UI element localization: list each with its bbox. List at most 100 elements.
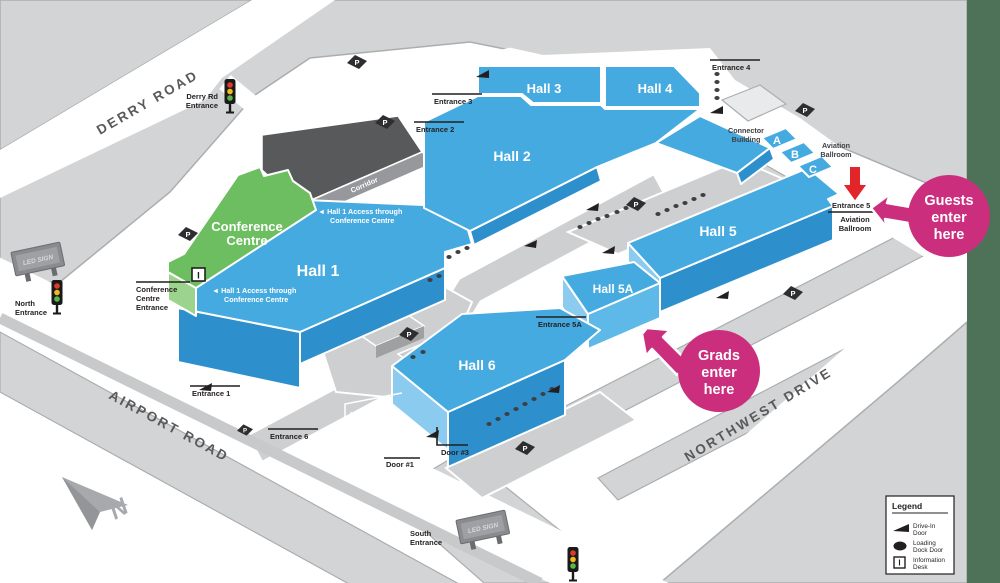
room-a-top [761,127,798,150]
airport-roadway-strip [0,313,543,583]
svg-text:Entrance 3: Entrance 3 [434,97,472,106]
entrance-derry-label: Derry Rd Entrance [186,92,219,110]
svg-text:Dock Door: Dock Door [913,547,944,554]
svg-text:Entrance: Entrance [410,538,442,547]
svg-text:Centre: Centre [226,233,267,248]
page-side-band [967,0,1000,583]
traffic-light-icon [224,79,236,114]
room-b-label: B [791,149,799,161]
loading-dock-dots [410,72,720,426]
information-desk-icon [893,556,906,569]
hall1-access-note-lower: ◄ Hall 1 Access through Conference Centr… [212,286,296,304]
svg-text:P: P [382,118,387,127]
drive-in-door-icon [547,385,560,393]
entrance-5a-label: Entrance 5A [536,316,586,329]
grads-circle [678,330,760,412]
east-wing-face [736,147,775,185]
grads-arrow [640,326,692,377]
svg-text:Derry Rd: Derry Rd [186,92,218,101]
svg-text:Door #1: Door #1 [386,460,414,469]
svg-text:Entrance: Entrance [186,101,218,110]
svg-text:enter: enter [701,365,737,381]
entrance-6-label: Entrance 6 [268,428,318,441]
svg-text:Ballroom: Ballroom [839,224,872,233]
svg-text:P: P [802,106,807,115]
traffic-light-icon [567,547,579,582]
connector-building-shape [720,84,788,122]
svg-text:I: I [898,559,900,568]
legend-info-desk-item: I Information Desk [893,556,945,571]
led-signs: LED SIGN LED SIGN [10,241,510,550]
svg-text:Entrance: Entrance [136,303,168,312]
north-arrow-icon [62,477,128,530]
room-c-label: C [809,164,817,176]
hall6-top [391,307,601,413]
drive-in-door-icon [199,383,212,391]
door-3-label: Door #3 [436,427,469,457]
conference-centre-entrance-label: Conference Centre Entrance [136,281,190,312]
hall5-label: Hall 5 [699,223,737,239]
derry-road-surface [0,0,335,198]
guests-annotation: Guests enter here [869,175,990,257]
svg-text:P: P [185,230,190,239]
traffic-lights [51,79,579,582]
north-arrow-facet [62,477,100,530]
parking-icon: P [375,115,395,129]
airport-road-surface [0,257,669,583]
hall6-label: Hall 6 [458,357,496,373]
hall1-label: Hall 1 [297,263,340,280]
west-driveway [47,111,308,316]
guests-circle [908,175,990,257]
aviation-ballroom-label: Aviation Ballroom [820,141,851,159]
svg-text:Door: Door [913,530,928,537]
building-labels: Hall 1 Hall 2 Hall 3 Hall 4 Hall 5 Hall … [211,81,852,432]
svg-text:P: P [243,428,247,434]
room-c-top [797,155,834,178]
management-office-label: Management Office [344,392,403,432]
drive-in-door-icon [524,240,537,248]
conference-centre-label: Conference Centre [211,219,283,248]
traffic-light-icon [51,280,63,315]
svg-text:P: P [790,289,795,298]
parking-icon: P [795,103,815,117]
svg-text:Conference Centre: Conference Centre [330,216,394,225]
svg-text:P: P [633,200,638,209]
svg-text:I: I [197,271,200,282]
svg-text:Conference: Conference [211,219,283,234]
drive-in-door-icon [586,203,599,211]
svg-text:Entrance: Entrance [15,308,47,317]
legend-loading-dock-item: Loading Dock Door [893,540,944,554]
parking-icon: P [626,197,646,211]
entrance-3-label: Entrance 3 [432,93,482,106]
svg-text:Management: Management [350,410,395,419]
parking-icons: P P P P P P P P P [178,55,815,455]
svg-text:Centre: Centre [136,294,160,303]
drive-in-door-icon [602,246,615,254]
room-b-top [779,141,816,164]
led-sign: LED SIGN [10,241,65,282]
entrance-labels: Derry Rd Entrance Entrance 3 Entrance 2 … [15,59,882,547]
hall2-label: Hall 2 [493,148,531,164]
svg-text:Entrance 5: Entrance 5 [832,201,870,210]
north-entrance-label: North Entrance [15,299,47,317]
parking-icon: P [347,55,367,69]
entrance5-red-arrow [841,165,869,203]
svg-text:Conference Centre: Conference Centre [224,295,288,304]
svg-text:Entrance 4: Entrance 4 [712,63,751,72]
svg-text:here: here [934,227,965,243]
svg-text:Entrance 2: Entrance 2 [416,125,454,134]
parking-icon: P [783,286,803,300]
room-a-label: A [773,135,781,147]
svg-text:Information: Information [913,557,945,564]
entrance-4-label: Entrance 4 [710,59,760,72]
svg-text:Ballroom: Ballroom [820,150,851,159]
svg-text:Entrance 6: Entrance 6 [270,432,308,441]
svg-text:Aviation: Aviation [822,141,850,150]
loading-dock-door-icon [893,541,907,551]
hall4-top [604,65,701,108]
svg-text:Entrance 5A: Entrance 5A [538,320,582,329]
compass: N [62,477,134,530]
drive-in-door-icon [476,70,489,78]
